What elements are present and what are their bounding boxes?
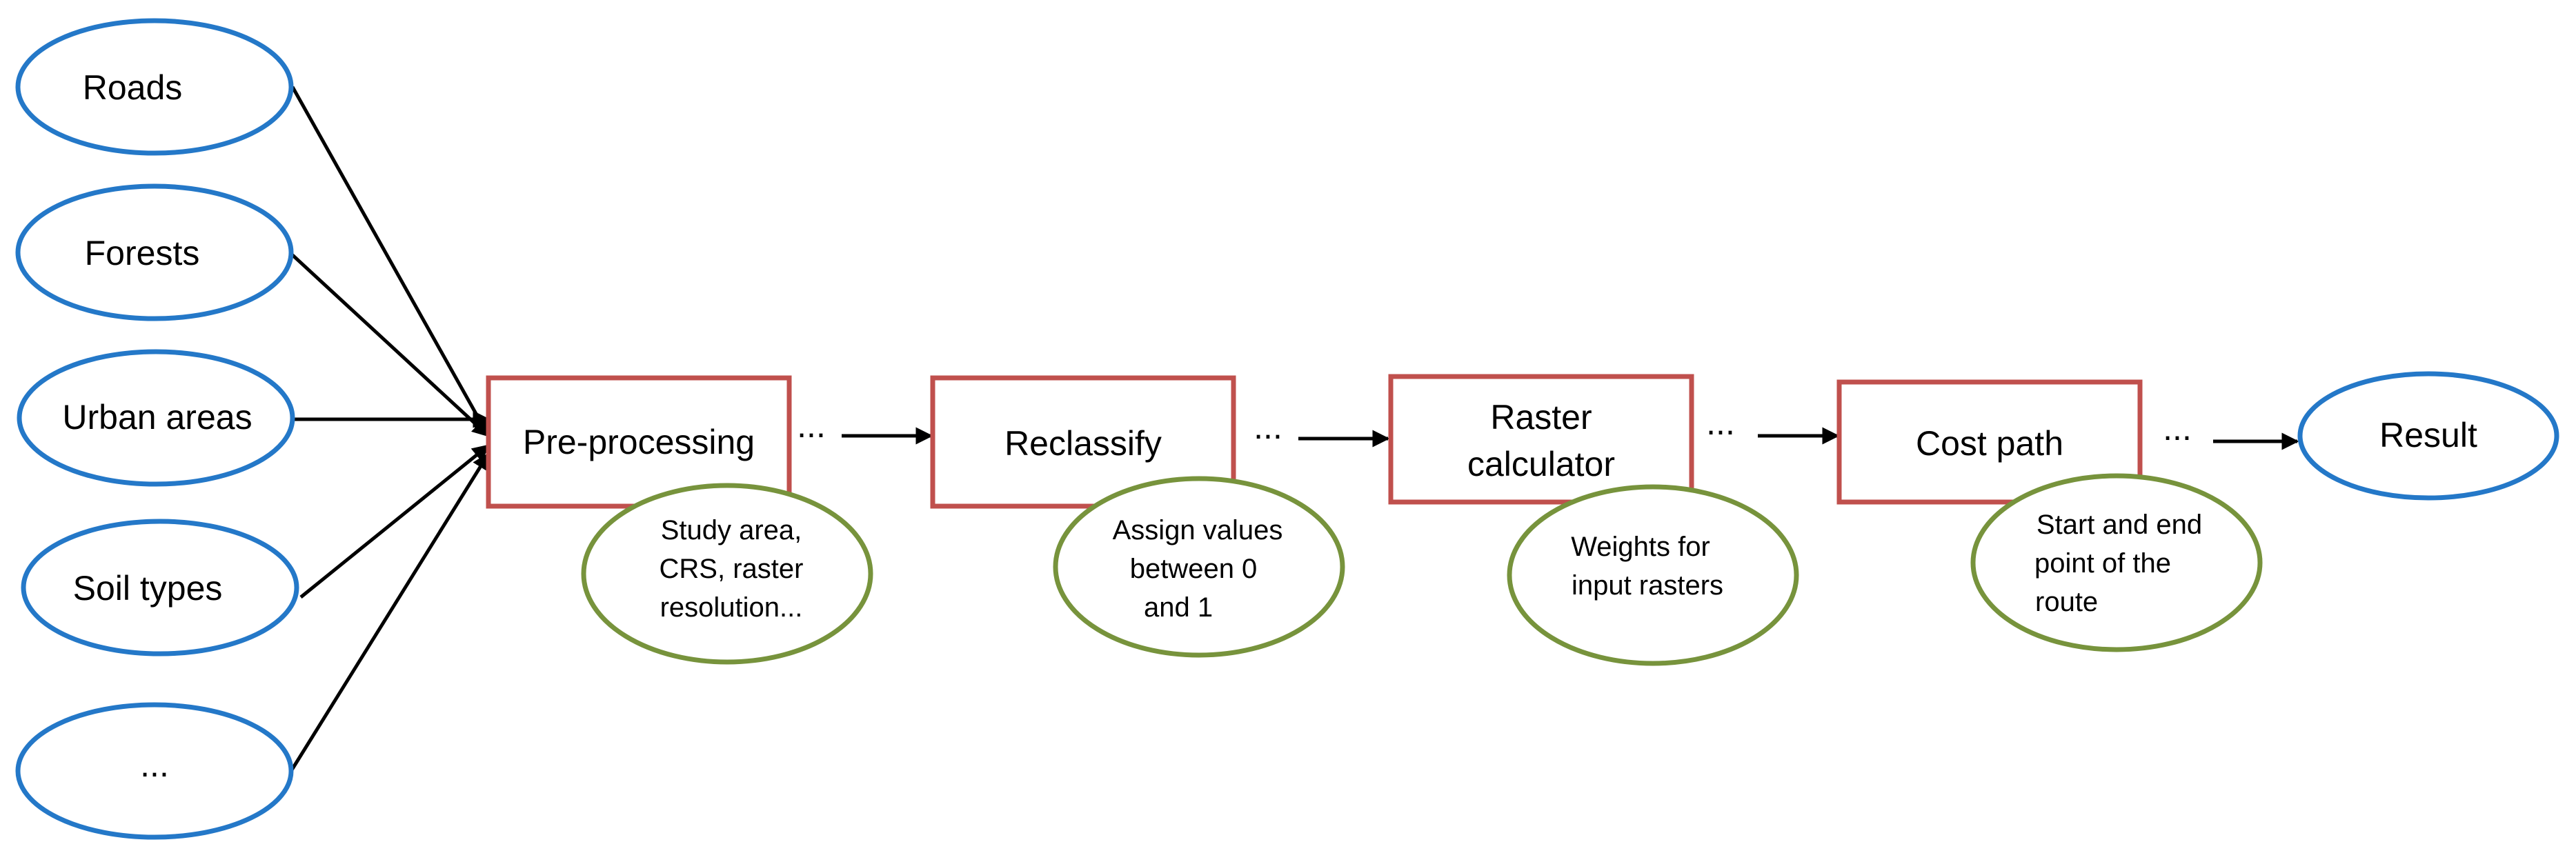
- step-label: calculator: [1467, 445, 1615, 483]
- input-label: Roads: [83, 68, 183, 107]
- step-label: Pre-processing: [523, 423, 755, 461]
- result-label: Result: [2379, 416, 2477, 454]
- note-ellipse: [1053, 476, 1345, 658]
- note-line: route: [2035, 587, 2098, 617]
- input-ellipse: [15, 702, 294, 840]
- result-ellipse: [2297, 371, 2559, 501]
- step-label: Reclassify: [1004, 424, 1162, 463]
- connector-forests-to-preprocessing: [290, 252, 490, 437]
- note-line: point of the: [2034, 548, 2171, 579]
- note-line: Weights for: [1571, 532, 1710, 562]
- step-label: Cost path: [1916, 424, 2063, 463]
- ellipsis-after-cost-path: ...: [2163, 409, 2192, 448]
- note-line: resolution...: [660, 592, 803, 623]
- note-ellipse: [581, 483, 873, 665]
- step-label: Raster: [1490, 398, 1592, 437]
- ellipsis-after-reclassify: ...: [1254, 408, 1282, 446]
- input-ellipse: [21, 519, 299, 656]
- note-cost-path: Start and end point of the route: [1970, 473, 2263, 652]
- connector-roads-to-preprocessing: [290, 86, 491, 438]
- input-label: Soil types: [73, 569, 223, 608]
- note-raster-calculator: Weights for input rasters: [1507, 484, 1799, 666]
- note-ellipse: [1970, 473, 2263, 652]
- input-ellipse: [15, 18, 294, 156]
- input-label: Forests: [85, 234, 200, 272]
- connector-soil-to-preprocessing: [299, 444, 490, 599]
- input-label: ...: [140, 745, 169, 784]
- step-cost-path: Cost path: [1836, 379, 2143, 505]
- ellipsis-after-preprocessing: ...: [797, 406, 826, 445]
- note-ellipse: [1507, 484, 1799, 666]
- input-more: ...: [15, 702, 294, 840]
- step-box: [1388, 374, 1694, 505]
- step-raster-calculator: Raster calculator: [1388, 374, 1694, 505]
- input-ellipse: [17, 349, 295, 487]
- note-reclassify: Assign values between 0 and 1: [1053, 476, 1345, 658]
- note-line: Start and end: [2037, 510, 2202, 540]
- note-line: between 0: [1130, 554, 1258, 584]
- input-ellipse: [15, 183, 294, 321]
- note-line: input rasters: [1572, 570, 1723, 601]
- input-urban-areas: Urban areas: [17, 349, 295, 487]
- note-preprocessing: Study area, CRS, raster resolution...: [581, 483, 873, 665]
- note-line: Assign values: [1113, 515, 1283, 545]
- note-line: Study area,: [661, 515, 802, 545]
- input-label: Urban areas: [62, 398, 252, 437]
- result-node: Result: [2297, 371, 2559, 501]
- note-line: and 1: [1144, 592, 1213, 623]
- input-forests: Forests: [15, 183, 294, 321]
- ellipsis-after-raster-calculator: ...: [1706, 403, 1735, 442]
- connector-more-to-preprocessing: [289, 452, 491, 772]
- note-line: CRS, raster: [660, 554, 804, 584]
- input-roads: Roads: [15, 18, 294, 156]
- input-soil-types: Soil types: [21, 519, 299, 656]
